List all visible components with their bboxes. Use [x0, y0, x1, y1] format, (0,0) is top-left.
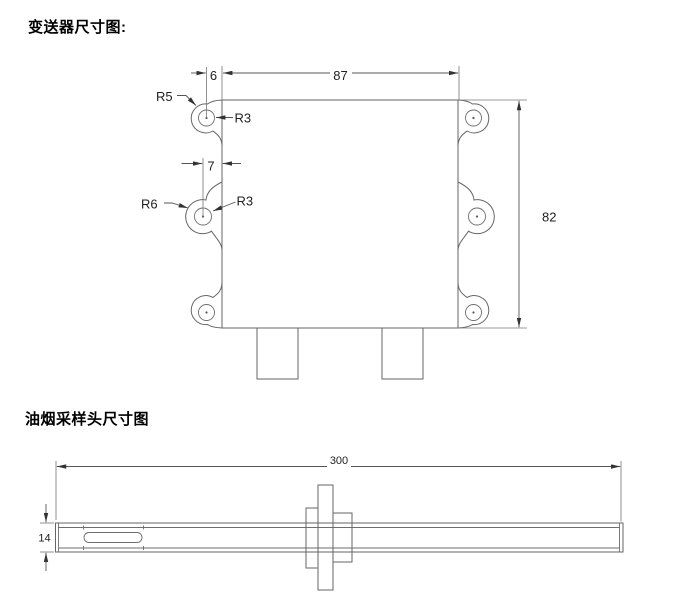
mounting-lug-middle-left	[185, 181, 223, 251]
dimension-hole-offset-middle: 7	[181, 159, 241, 174]
transmitter-extension-lines	[202, 66, 527, 329]
mounting-lug-bottom-right	[457, 281, 490, 329]
mounting-lug-middle-right	[457, 181, 495, 251]
transmitter-body-outline	[221, 99, 459, 329]
transmitter-section-title: 变送器尺寸图:	[28, 19, 127, 36]
hole-center-mark	[205, 311, 208, 314]
dimension-probe-length: 300	[56, 455, 621, 469]
dimension-value-87: 87	[333, 68, 347, 83]
radius-label-R5: R5	[156, 89, 197, 106]
radius-label-R3-top: R3	[216, 111, 251, 126]
mounting-lug-bottom-left	[190, 281, 223, 329]
dimension-value-300: 300	[330, 455, 348, 467]
dimension-body-height: 82	[516, 100, 556, 328]
hole-center-mark	[475, 215, 479, 218]
radius-value-R5: R5	[156, 89, 173, 104]
cable-gland-right	[381, 327, 424, 380]
radius-value-R6: R6	[141, 197, 158, 212]
transmitter-drawing: 6 87 7 82 R5	[141, 66, 556, 380]
radius-value-R3-top: R3	[235, 111, 252, 126]
flange-boss	[332, 512, 353, 563]
flange-back-plate	[305, 507, 319, 569]
probe-drawing: 300 14	[38, 455, 624, 591]
mounting-lug-top-right	[457, 99, 490, 147]
radius-label-R3-middle: R3	[212, 194, 254, 212]
probe-extension-lines	[40, 461, 622, 553]
dimension-value-6: 6	[210, 68, 217, 83]
radius-value-R3-middle: R3	[237, 194, 254, 209]
probe-sampling-slot	[83, 525, 144, 550]
hole-center-mark	[472, 116, 475, 120]
dimension-value-7: 7	[207, 159, 214, 174]
radius-label-R6: R6	[141, 197, 189, 212]
cable-gland-left	[256, 327, 299, 380]
dimension-value-14: 14	[38, 533, 50, 545]
hole-center-mark	[472, 311, 475, 314]
dimension-hole-offset-top: 6	[191, 68, 217, 83]
probe-section-title: 油烟采样头尺寸图	[25, 411, 150, 428]
dimension-probe-height: 14	[38, 504, 51, 571]
probe-tube-outline	[55, 522, 624, 553]
probe-mounting-flange	[305, 484, 353, 591]
dimension-body-width: 87	[223, 68, 459, 83]
dimension-value-82: 82	[542, 210, 556, 225]
flange-plate	[317, 484, 334, 591]
